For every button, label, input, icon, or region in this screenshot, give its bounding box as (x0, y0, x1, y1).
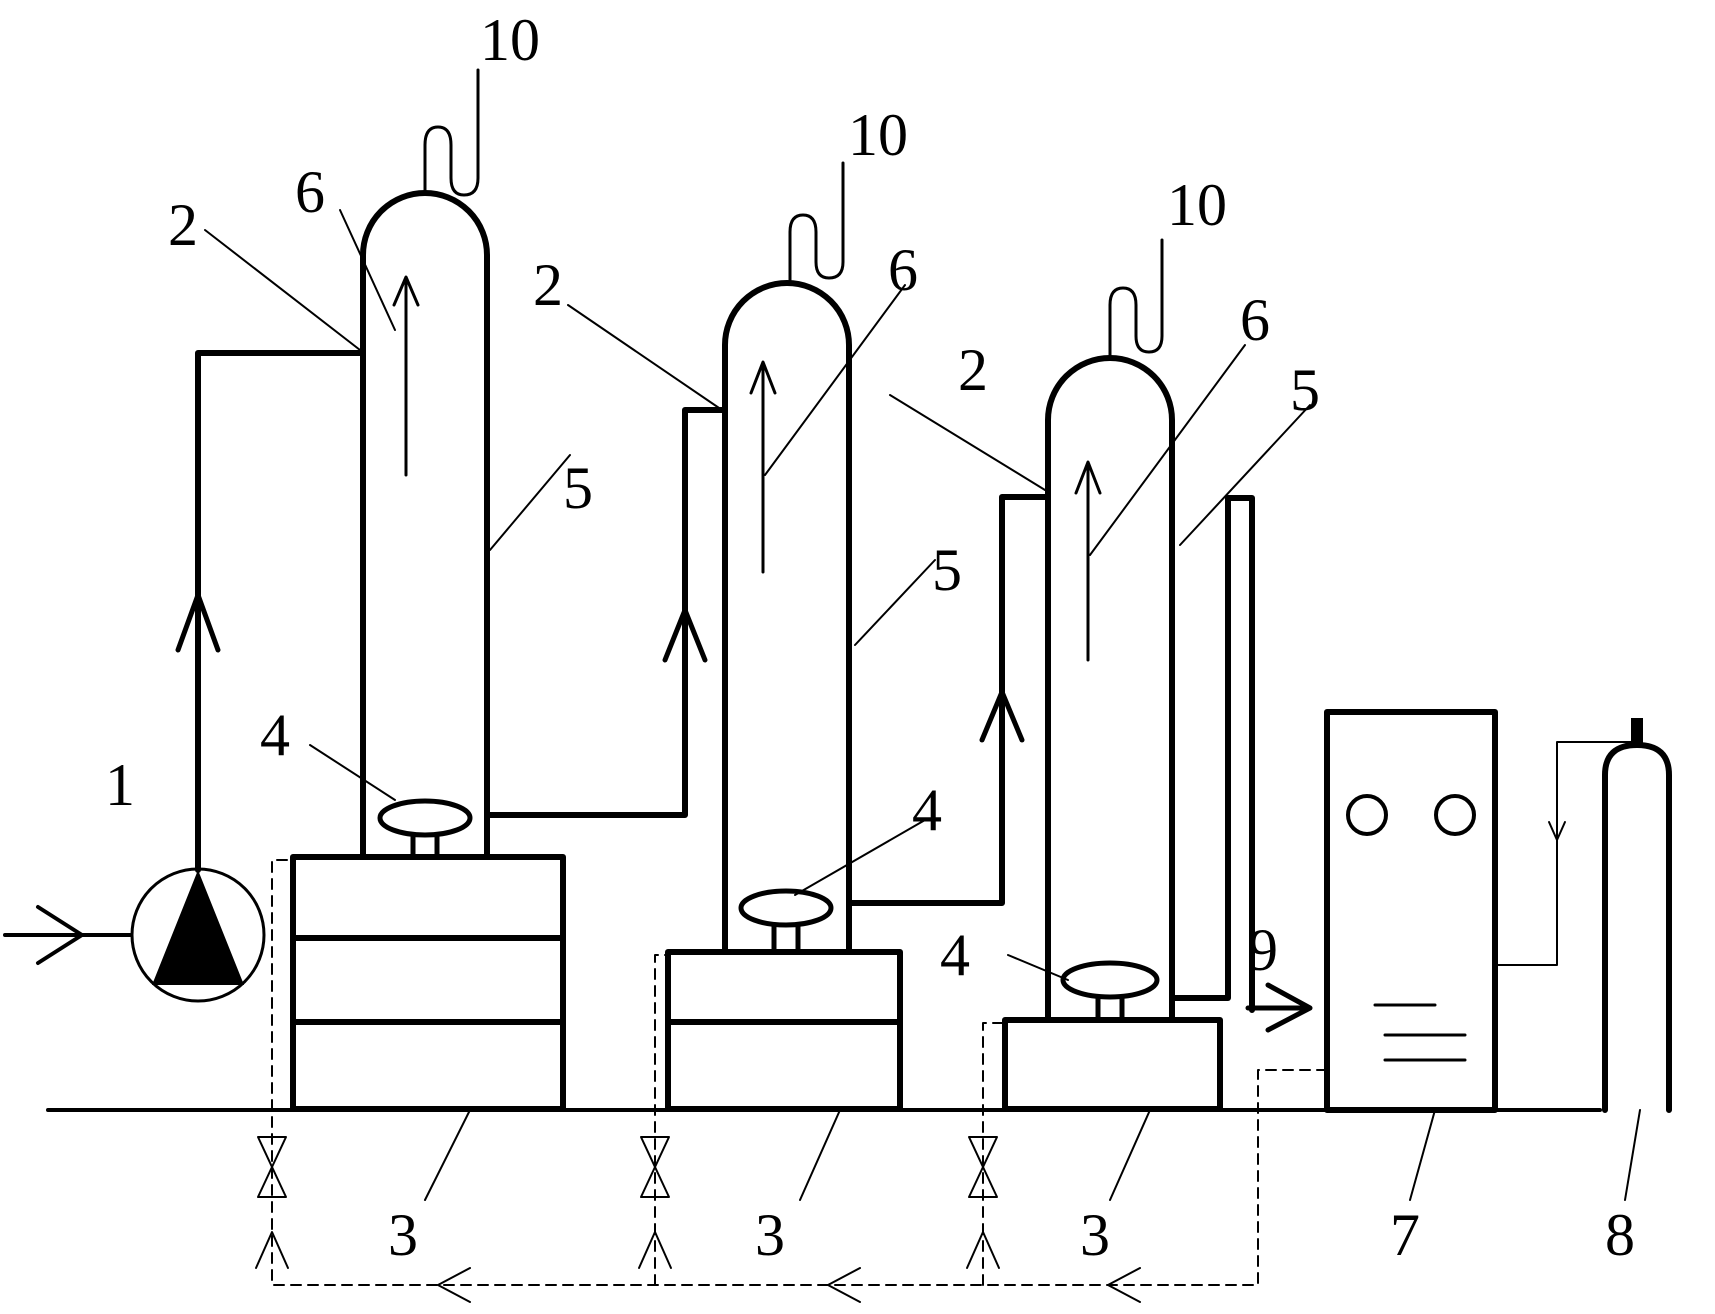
tank (1324, 709, 1498, 1113)
feed-line-1 (195, 350, 366, 873)
label-inlet-2: 2 (533, 252, 563, 318)
recycle-arrows (255, 1231, 1141, 1303)
label-tank: 7 (1390, 1202, 1420, 1268)
gas-arrow (1548, 821, 1566, 841)
label-base-1: 3 (388, 1202, 418, 1268)
flow-arrow-transfer-2 (979, 689, 1025, 743)
vent-tube-1 (423, 68, 480, 197)
valves (257, 1136, 998, 1198)
label-inlet-3: 2 (958, 337, 988, 403)
base-3 (1002, 1017, 1223, 1112)
label-flow-direction-1: 6 (295, 159, 325, 225)
base-1 (290, 854, 566, 1112)
distributor-2 (738, 888, 834, 955)
label-distributor-2: 4 (912, 777, 942, 843)
label-flow-direction-3: 6 (1240, 287, 1270, 353)
label-gas-cylinder: 8 (1605, 1202, 1635, 1268)
outlet-line (1169, 495, 1255, 1013)
label-flow-direction-2: 6 (888, 237, 918, 303)
outlet-arrow (1245, 982, 1313, 1033)
flow-arrow-feed-1 (175, 592, 221, 653)
flow-arrow-column-2 (749, 360, 777, 574)
label-distributor-3: 4 (940, 922, 970, 988)
column-1 (360, 190, 490, 858)
label-vent-tube-1: 10 (480, 7, 540, 73)
vent-tube-3 (1108, 238, 1164, 359)
gas-cylinder (1602, 718, 1672, 1113)
label-inlet-1: 2 (168, 192, 198, 258)
flow-arrow-column-3 (1074, 460, 1102, 662)
column-2 (722, 280, 852, 953)
label-column-1: 5 (563, 455, 593, 521)
label-outlet: 9 (1248, 917, 1278, 983)
transfer-line-2-3 (846, 494, 1051, 906)
distributor-3 (1060, 960, 1160, 1023)
flow-arrow-column-1 (392, 275, 420, 477)
label-base-3: 3 (1080, 1202, 1110, 1268)
transfer-line-1-2 (484, 407, 728, 818)
label-distributor-1: 4 (260, 702, 290, 768)
distributor-1 (377, 798, 473, 860)
label-vent-tube-2: 10 (848, 102, 908, 168)
gas-line (1494, 741, 1632, 966)
flow-arrow-transfer-1 (662, 607, 708, 663)
leader-lines (204, 209, 1641, 1201)
vent-tube-2 (788, 161, 845, 285)
pump (130, 867, 266, 1003)
label-column-3: 5 (1290, 357, 1320, 423)
label-pump: 1 (105, 752, 135, 818)
base-2 (665, 949, 903, 1112)
label-base-2: 3 (755, 1202, 785, 1268)
label-vent-tube-3: 10 (1167, 172, 1227, 238)
feed-inlet-arrow (3, 905, 132, 965)
label-column-2: 5 (932, 537, 962, 603)
column-3 (1045, 355, 1175, 1021)
